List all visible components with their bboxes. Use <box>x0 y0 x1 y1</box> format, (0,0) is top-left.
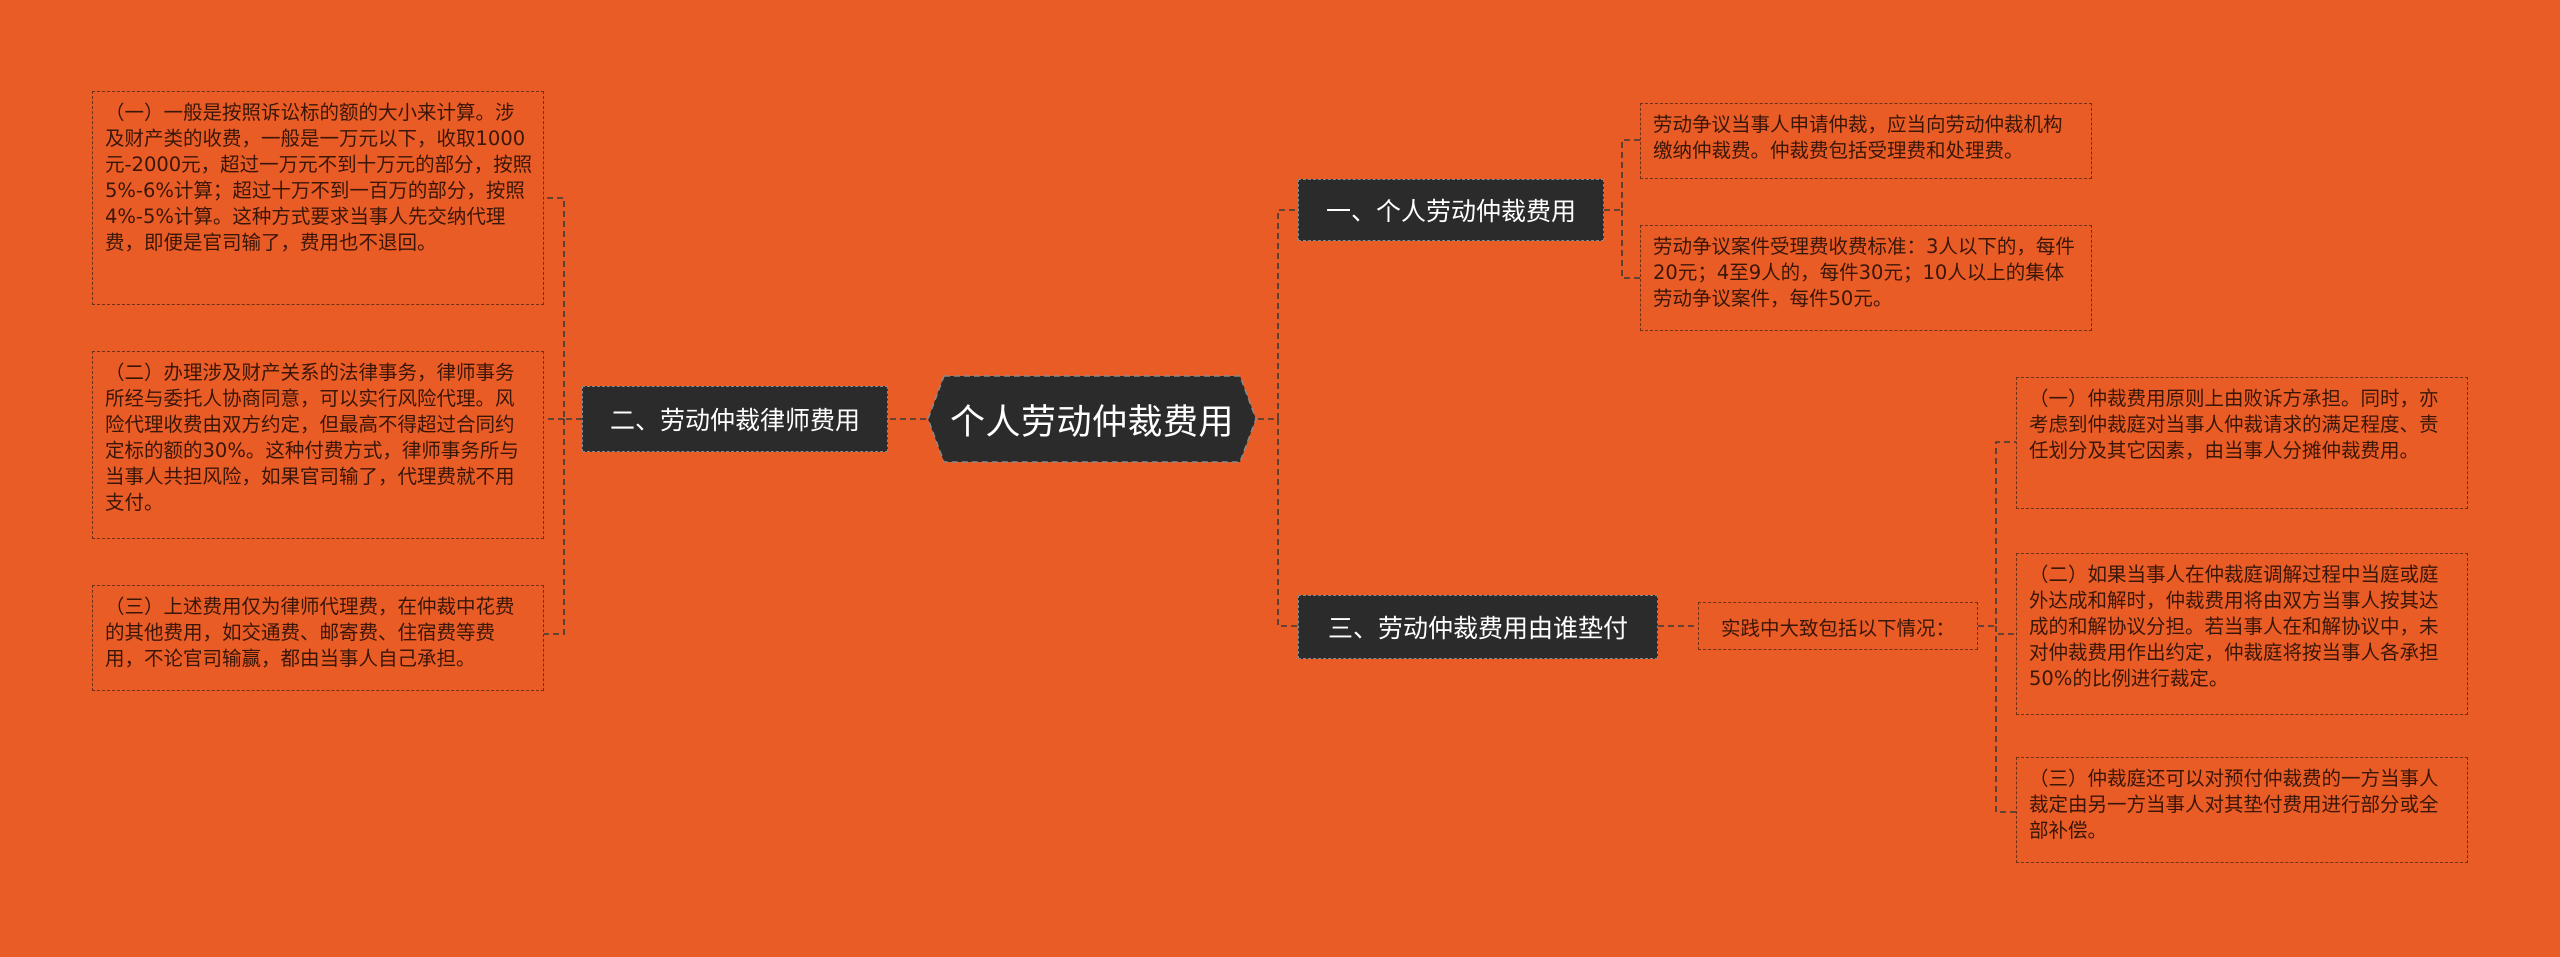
branch-lawyer-fee[interactable]: 二、劳动仲裁律师费用 <box>582 386 888 452</box>
leaf-b3-2: （二）如果当事人在仲裁庭调解过程中当庭或庭外达成和解时，仲裁费用将由双方当事人按… <box>2016 553 2468 715</box>
branch-personal-arbitration-fee[interactable]: 一、个人劳动仲裁费用 <box>1298 179 1604 241</box>
leaf-text: （二）办理涉及财产关系的法律事务，律师事务所经与委托人协商同意，可以实行风险代理… <box>105 361 519 514</box>
hub-practice-cases: 实践中大致包括以下情况： <box>1698 602 1978 650</box>
link-b1-leaves <box>1604 139 1640 279</box>
leaf-b3-1: （一）仲裁费用原则上由败诉方承担。同时，亦考虑到仲裁庭对当事人仲裁请求的满足程度… <box>2016 377 2468 509</box>
leaf-text: （一）一般是按照诉讼标的额的大小来计算。涉及财产类的收费，一般是一万元以下，收取… <box>105 101 533 254</box>
root-node[interactable]: 个人劳动仲裁费用 <box>926 374 1258 464</box>
leaf-b2-3: （三）上述费用仅为律师代理费，在仲裁中花费的其他费用，如交通费、邮寄费、住宿费等… <box>92 585 544 691</box>
link-b2-leaves <box>544 197 582 635</box>
leaf-b2-2: （二）办理涉及财产关系的法律事务，律师事务所经与委托人协商同意，可以实行风险代理… <box>92 351 544 539</box>
leaf-text: 劳动争议当事人申请仲裁，应当向劳动仲裁机构缴纳仲裁费。仲裁费包括受理费和处理费。 <box>1653 113 2063 162</box>
branch-who-advances-fee[interactable]: 三、劳动仲裁费用由谁垫付 <box>1298 595 1658 659</box>
branch-label: 三、劳动仲裁费用由谁垫付 <box>1327 614 1628 643</box>
link-hub-leaves <box>1978 441 2016 813</box>
leaf-text: 劳动争议案件受理费收费标准：3人以下的，每件20元；4至9人的，每件30元；10… <box>1653 235 2075 310</box>
leaf-text: （一）仲裁费用原则上由败诉方承担。同时，亦考虑到仲裁庭对当事人仲裁请求的满足程度… <box>2029 387 2439 462</box>
leaf-text: （三）仲裁庭还可以对预付仲裁费的一方当事人裁定由另一方当事人对其垫付费用进行部分… <box>2029 767 2439 842</box>
leaf-b3-3: （三）仲裁庭还可以对预付仲裁费的一方当事人裁定由另一方当事人对其垫付费用进行部分… <box>2016 757 2468 863</box>
leaf-b1-1: 劳动争议当事人申请仲裁，应当向劳动仲裁机构缴纳仲裁费。仲裁费包括受理费和处理费。 <box>1640 103 2092 179</box>
link-root-b1 <box>1258 209 1298 420</box>
root-node-label: 个人劳动仲裁费用 <box>949 402 1234 443</box>
branch-label: 二、劳动仲裁律师费用 <box>609 406 860 435</box>
hub-label: 实践中大致包括以下情况： <box>1720 616 1955 640</box>
link-root-b3 <box>1277 419 1298 627</box>
branch-label: 一、个人劳动仲裁费用 <box>1325 197 1576 226</box>
leaf-b1-2: 劳动争议案件受理费收费标准：3人以下的，每件20元；4至9人的，每件30元；10… <box>1640 225 2092 331</box>
leaf-b2-1: （一）一般是按照诉讼标的额的大小来计算。涉及财产类的收费，一般是一万元以下，收取… <box>92 91 544 305</box>
leaf-text: （二）如果当事人在仲裁庭调解过程中当庭或庭外达成和解时，仲裁费用将由双方当事人按… <box>2029 563 2439 690</box>
leaf-text: （三）上述费用仅为律师代理费，在仲裁中花费的其他费用，如交通费、邮寄费、住宿费等… <box>105 595 515 670</box>
root-node-shape <box>927 375 1257 463</box>
